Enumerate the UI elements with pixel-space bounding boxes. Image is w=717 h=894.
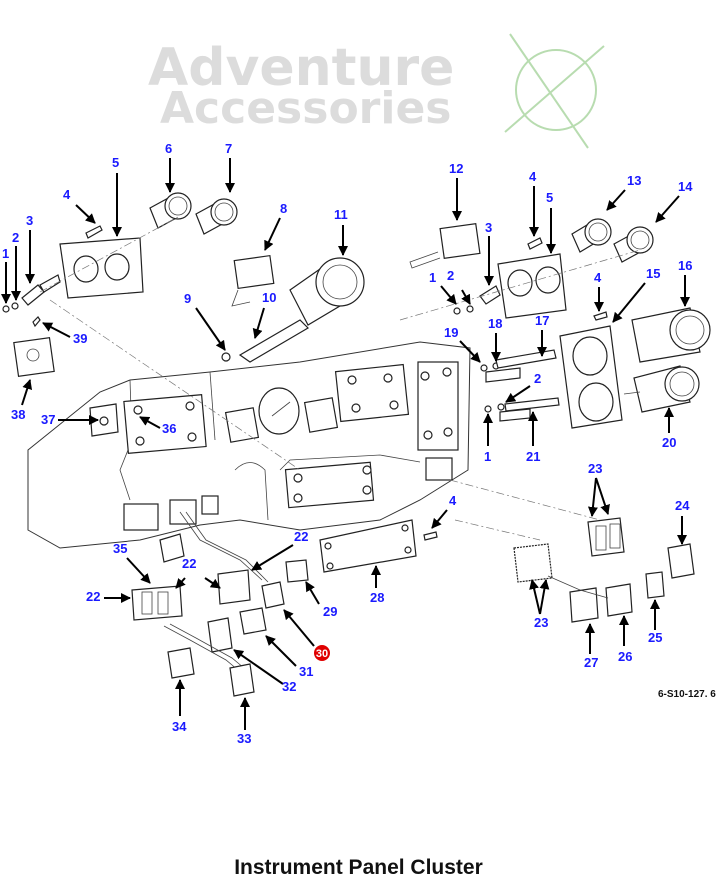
callout-20[interactable]: 20 [662, 435, 676, 450]
callout-28[interactable]: 28 [370, 590, 384, 605]
callout-31[interactable]: 31 [299, 664, 313, 679]
callout-11[interactable]: 11 [334, 207, 348, 222]
callout-10[interactable]: 10 [262, 290, 276, 305]
callout-19[interactable]: 19 [444, 325, 458, 340]
gauge-7 [195, 198, 238, 235]
callout-4[interactable]: 4 [594, 270, 602, 285]
callout-labels: 1 2 3 4 5 6 7 8 9 10 11 12 4 5 13 14 3 1… [2, 141, 693, 746]
diagram-title: Instrument Panel Cluster [234, 856, 483, 879]
callout-23[interactable]: 23 [588, 461, 602, 476]
callout-25[interactable]: 25 [648, 630, 662, 645]
drawing-reference-number: 6-S10-127. 6 [658, 689, 716, 700]
parts-lower-left-switches [131, 511, 438, 697]
callout-33[interactable]: 33 [237, 731, 251, 746]
callout-23[interactable]: 23 [534, 615, 548, 630]
watermark: Adventure Accessories [148, 33, 605, 149]
callout-9[interactable]: 9 [184, 291, 191, 306]
dual-gauge-bezel-15 [559, 325, 623, 429]
callout-21[interactable]: 21 [526, 449, 540, 464]
dashboard-panel [27, 341, 471, 549]
indicator-12 [409, 222, 481, 269]
gauge-14 [613, 226, 654, 263]
callout-26[interactable]: 26 [618, 649, 632, 664]
callout-35[interactable]: 35 [113, 541, 127, 556]
gauge-6 [149, 192, 192, 229]
callout-4[interactable]: 4 [529, 169, 537, 184]
callout-5[interactable]: 5 [112, 155, 119, 170]
callout-4[interactable]: 4 [449, 493, 457, 508]
callout-13[interactable]: 13 [627, 173, 641, 188]
parts-lower-right-switches [449, 479, 695, 623]
indicator-8 [231, 254, 275, 307]
callout-30-highlighted[interactable]: 30 [314, 645, 330, 661]
callout-18[interactable]: 18 [488, 316, 502, 331]
callout-5[interactable]: 5 [546, 190, 553, 205]
callout-22[interactable]: 22 [182, 556, 196, 571]
gauge-20 [623, 365, 700, 413]
callout-8[interactable]: 8 [280, 201, 287, 216]
callout-37[interactable]: 37 [41, 412, 55, 427]
parts-upper-right [399, 218, 711, 429]
speedometer-11 [289, 257, 365, 326]
callout-15[interactable]: 15 [646, 266, 660, 281]
callout-29[interactable]: 29 [323, 604, 337, 619]
callout-24[interactable]: 24 [675, 498, 690, 513]
callout-1[interactable]: 1 [2, 246, 9, 261]
callout-32[interactable]: 32 [282, 679, 296, 694]
callout-22[interactable]: 22 [86, 589, 100, 604]
callout-36[interactable]: 36 [162, 421, 176, 436]
callout-2[interactable]: 2 [12, 230, 19, 245]
callout-1[interactable]: 1 [484, 449, 491, 464]
watermark-line1: Adventure [148, 38, 454, 98]
callout-arrows [1, 158, 690, 730]
callout-14[interactable]: 14 [678, 179, 693, 194]
callout-3[interactable]: 3 [26, 213, 33, 228]
callout-4[interactable]: 4 [63, 187, 71, 202]
tachometer-16 [631, 307, 711, 363]
callout-2[interactable]: 2 [534, 371, 541, 386]
callout-3[interactable]: 3 [485, 220, 492, 235]
callout-34[interactable]: 34 [172, 719, 187, 734]
callout-27[interactable]: 27 [584, 655, 598, 670]
blank-plate-28 [319, 519, 417, 573]
callout-12[interactable]: 12 [449, 161, 463, 176]
watermark-line2: Accessories [160, 83, 451, 134]
callout-16[interactable]: 16 [678, 258, 692, 273]
callout-2[interactable]: 2 [447, 268, 454, 283]
callout-1[interactable]: 1 [429, 270, 436, 285]
switch-bezel-38 [13, 336, 55, 378]
watermark-compass-logo-icon [504, 33, 605, 149]
callout-17[interactable]: 17 [535, 313, 549, 328]
callout-6[interactable]: 6 [165, 141, 172, 156]
parts-upper-left [2, 192, 365, 471]
callout-38[interactable]: 38 [11, 407, 25, 422]
gauge-13 [571, 218, 612, 253]
callout-30[interactable]: 30 [316, 648, 328, 660]
callout-7[interactable]: 7 [225, 141, 232, 156]
callout-22[interactable]: 22 [294, 529, 308, 544]
callout-39[interactable]: 39 [73, 331, 87, 346]
